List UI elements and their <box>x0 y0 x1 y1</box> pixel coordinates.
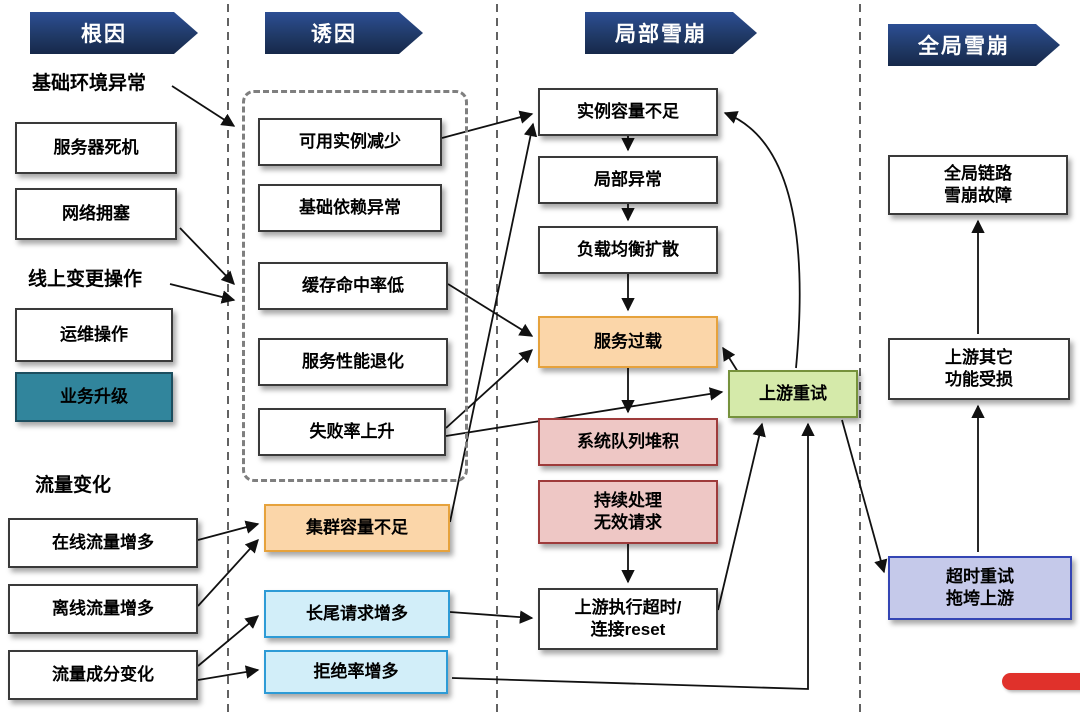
node-base-dependency-error: 基础依赖异常 <box>258 184 442 232</box>
node-cluster-capacity-low: 集群容量不足 <box>264 504 450 552</box>
node-upstream-retry: 上游重试 <box>728 370 858 418</box>
column-header-global-avalanche-label: 全局雪崩 <box>918 35 1010 58</box>
node-upstream-other-impact: 上游其它 功能受损 <box>888 338 1070 400</box>
node-ops-operation: 运维操作 <box>15 308 173 362</box>
column-header-trigger-label: 诱因 <box>311 23 357 46</box>
node-available-instances-down: 可用实例减少 <box>258 118 442 166</box>
column-header-root-cause-label: 根因 <box>81 23 127 46</box>
node-perf-degradation: 服务性能退化 <box>258 338 448 386</box>
node-failure-rate-up: 失败率上升 <box>258 408 446 456</box>
node-timeout-retry-drag: 超时重试 拖垮上游 <box>888 556 1072 620</box>
group-label-traffic-change: 流量变化 <box>35 475 112 496</box>
node-service-overload: 服务过载 <box>538 316 718 368</box>
node-load-balance-spread: 负载均衡扩散 <box>538 226 718 274</box>
column-header-trigger: 诱因 <box>265 12 423 54</box>
arrow-connectors <box>169 85 985 690</box>
node-offline-traffic-up: 离线流量增多 <box>8 584 198 634</box>
red-bar-decoration <box>1002 673 1080 690</box>
node-business-upgrade: 业务升级 <box>15 372 173 422</box>
column-header-local-avalanche-label: 局部雪崩 <box>615 23 707 46</box>
group-label-base-environment: 基础环境异常 <box>32 73 147 94</box>
node-cache-hit-low: 缓存命中率低 <box>258 262 448 310</box>
node-reject-rate-up: 拒绝率增多 <box>264 650 448 694</box>
node-local-anomaly: 局部异常 <box>538 156 718 204</box>
node-queue-backlog: 系统队列堆积 <box>538 418 718 466</box>
node-traffic-mix-change: 流量成分变化 <box>8 650 198 700</box>
trigger-group-container <box>242 90 468 482</box>
node-long-tail-up: 长尾请求增多 <box>264 590 450 638</box>
column-header-local-avalanche: 局部雪崩 <box>585 12 757 54</box>
node-global-chain-failure: 全局链路 雪崩故障 <box>888 155 1068 215</box>
group-label-online-change: 线上变更操作 <box>28 269 143 290</box>
node-server-down: 服务器死机 <box>15 122 177 174</box>
node-network-congestion: 网络拥塞 <box>15 188 177 240</box>
column-header-root-cause: 根因 <box>30 12 198 54</box>
node-online-traffic-up: 在线流量增多 <box>8 518 198 568</box>
column-header-global-avalanche: 全局雪崩 <box>888 24 1060 66</box>
node-upstream-timeout-reset: 上游执行超时/ 连接reset <box>538 588 718 650</box>
node-instance-capacity-low: 实例容量不足 <box>538 88 718 136</box>
node-invalid-requests: 持续处理 无效请求 <box>538 480 718 544</box>
